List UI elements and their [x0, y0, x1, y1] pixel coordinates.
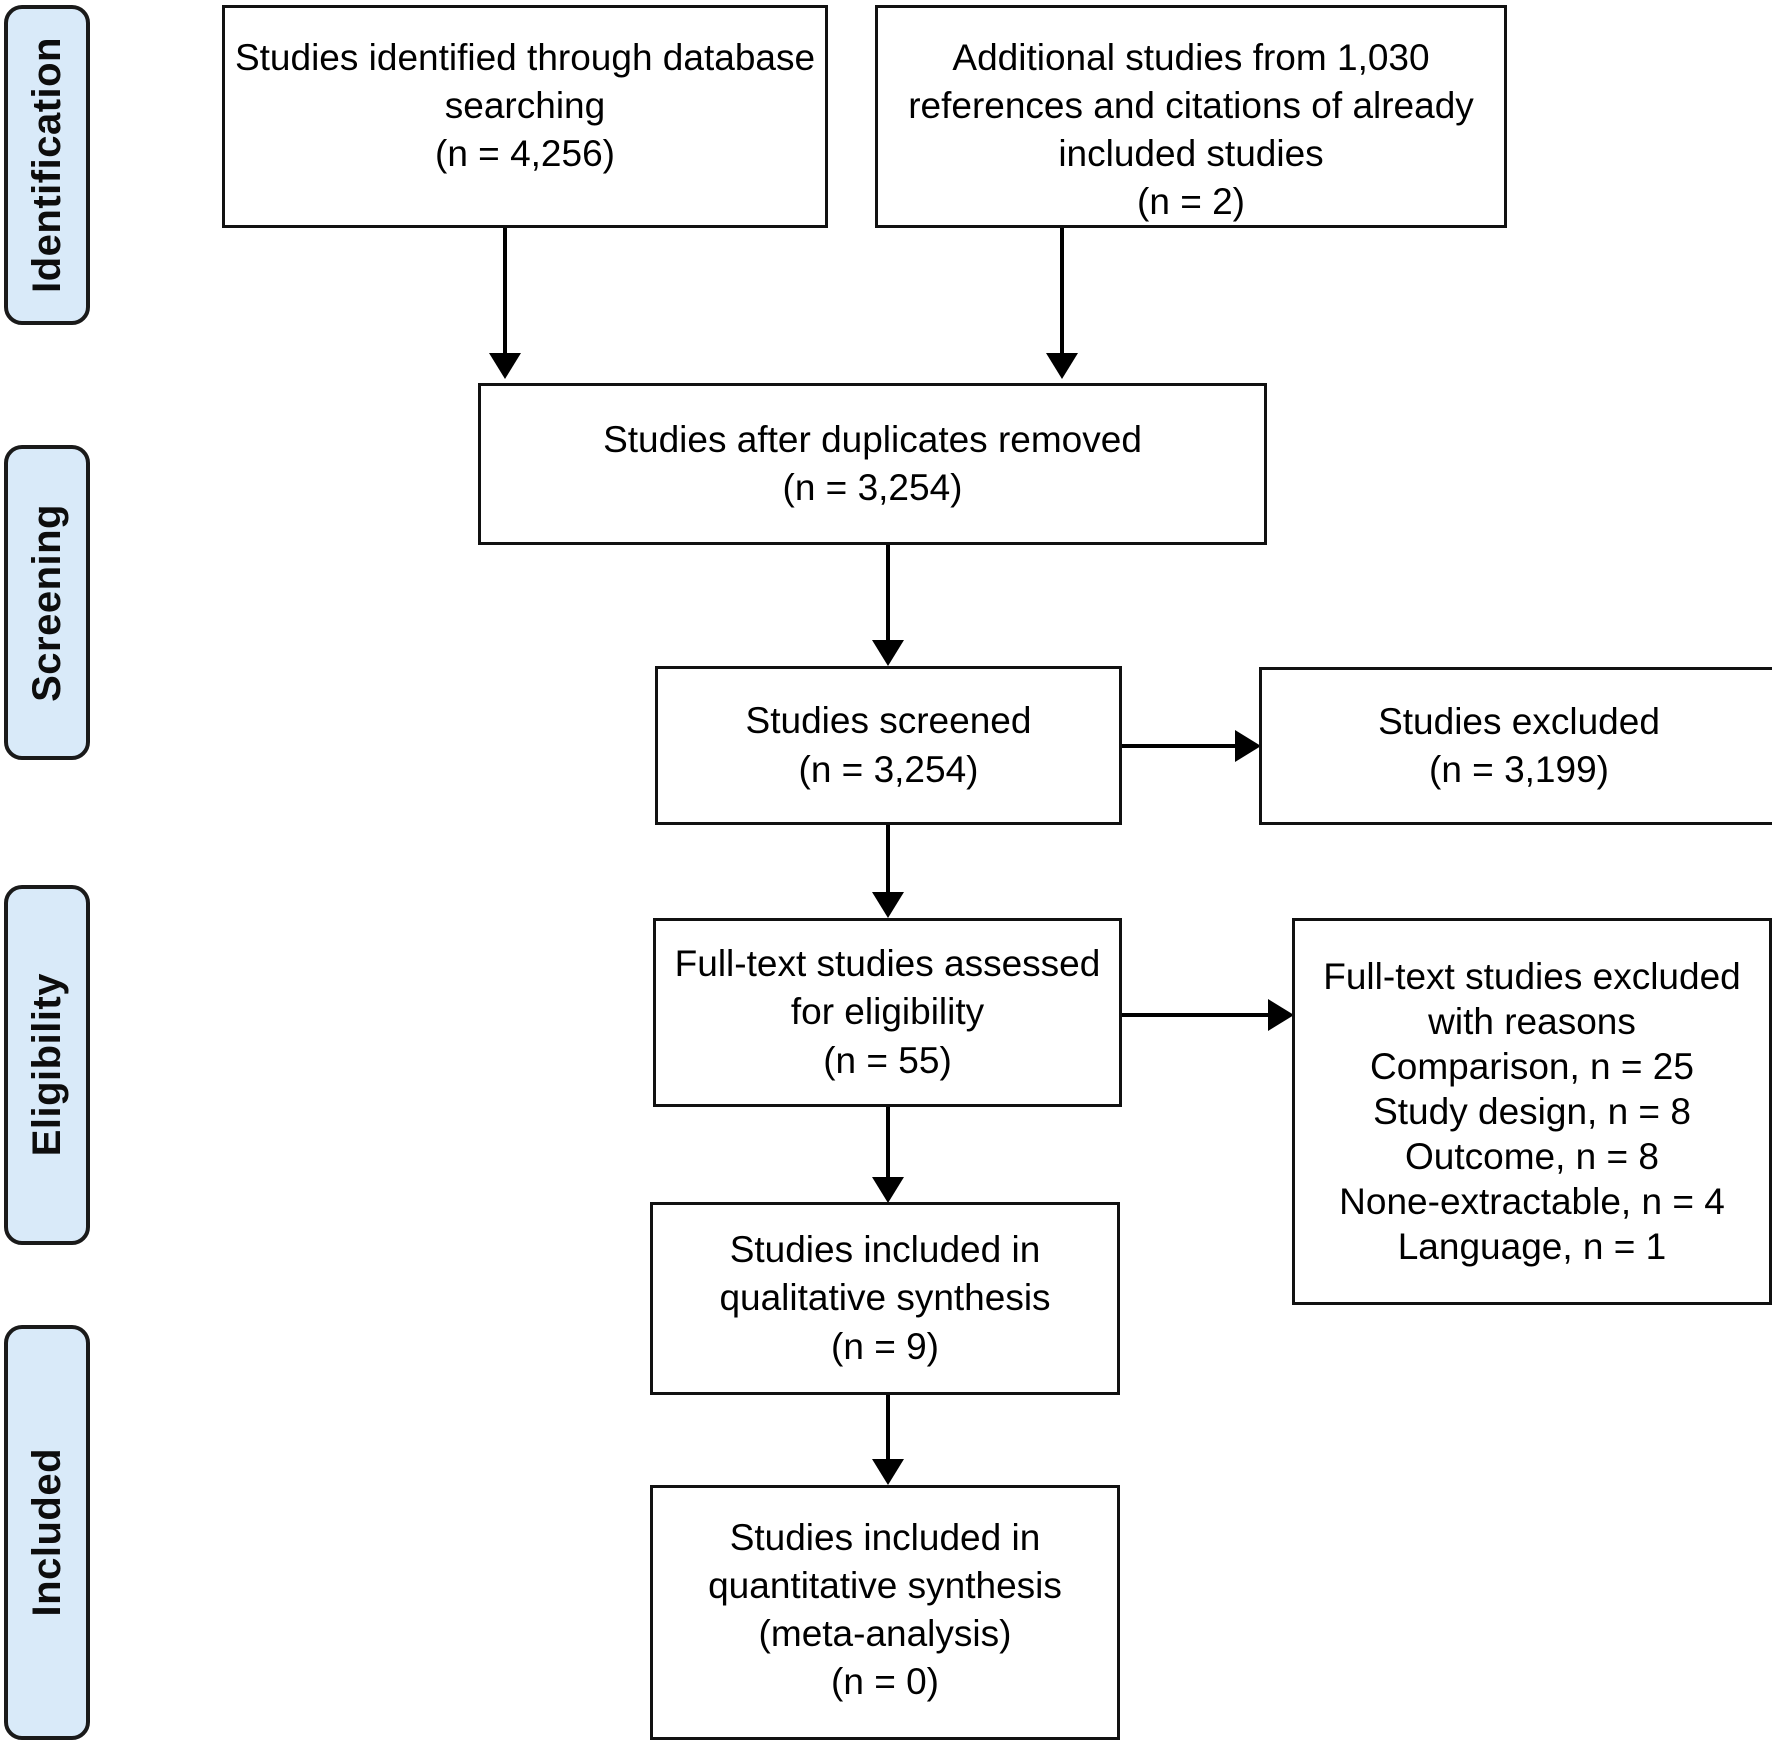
- connector-qualitative-to-quantitative: [886, 1395, 890, 1459]
- arrowhead-down: [489, 353, 521, 379]
- node-qualitative-synthesis: Studies included in qualitative synthesi…: [650, 1202, 1120, 1395]
- node-line: qualitative synthesis: [719, 1277, 1051, 1319]
- node-line: Full-text studies excluded: [1323, 955, 1741, 997]
- node-line: with reasons: [1428, 1000, 1636, 1042]
- node-line: Studies included in: [729, 1517, 1041, 1558]
- node-line: (n = 3,254): [782, 467, 963, 508]
- node-line: included studies: [1058, 133, 1324, 175]
- connector-fulltext-to-qualitative: [886, 1107, 890, 1177]
- arrowhead-right: [1268, 999, 1294, 1031]
- node-quantitative-synthesis: Studies included in quantitative synthes…: [650, 1485, 1120, 1740]
- node-studies-screened: Studies screened (n = 3,254): [655, 666, 1122, 825]
- node-line: searching: [444, 85, 606, 127]
- node-line: Additional studies from 1,030: [952, 37, 1430, 78]
- node-line: Studies included in: [729, 1229, 1041, 1271]
- arrowhead-right: [1235, 730, 1261, 762]
- stage-eligibility-label: Eligibility: [25, 973, 69, 1157]
- connector-duplicates-to-screened: [886, 545, 890, 640]
- node-line: for eligibility: [790, 991, 985, 1033]
- stage-screening: Screening: [4, 445, 90, 760]
- stage-included: Included: [4, 1325, 90, 1740]
- arrowhead-down: [1046, 353, 1078, 379]
- node-line: (n = 0): [831, 1661, 939, 1703]
- node-line: (meta-analysis): [758, 1613, 1012, 1655]
- stage-identification-label: Identification: [25, 37, 69, 293]
- connector-additional-to-duplicates: [1060, 228, 1064, 353]
- stage-screening-label: Screening: [25, 503, 69, 702]
- node-line: (n = 2): [1137, 181, 1245, 223]
- node-line: quantitative synthesis: [708, 1565, 1062, 1607]
- stage-included-label: Included: [25, 1448, 69, 1617]
- stage-eligibility: Eligibility: [4, 885, 90, 1245]
- node-line: Comparison, n = 25: [1370, 1045, 1694, 1087]
- node-line: (n = 55): [823, 1039, 952, 1081]
- node-line: Studies screened: [745, 700, 1032, 742]
- node-line: (n = 3,199): [1429, 749, 1609, 790]
- connector-screened-to-fulltext: [886, 825, 890, 892]
- connector-screened-to-excluded: [1122, 744, 1235, 748]
- arrowhead-down: [872, 892, 904, 918]
- node-line: references and citations of already: [908, 85, 1474, 127]
- node-line: Study design, n = 8: [1373, 1090, 1691, 1132]
- connector-fulltext-to-excluded: [1122, 1013, 1268, 1017]
- node-studies-excluded: Studies excluded (n = 3,199): [1259, 667, 1772, 825]
- connector-database-to-duplicates: [503, 228, 507, 353]
- node-database-search: Studies identified through database sear…: [222, 5, 828, 228]
- node-line: Full-text studies assessed: [674, 943, 1101, 985]
- node-duplicates-removed: Studies after duplicates removed (n = 3,…: [478, 383, 1267, 545]
- node-line: Outcome, n = 8: [1405, 1136, 1659, 1178]
- node-fulltext-excluded-reasons: Full-text studies excluded with reasons …: [1292, 918, 1772, 1305]
- stage-identification: Identification: [4, 5, 90, 325]
- node-fulltext-assessed: Full-text studies assessed for eligibili…: [653, 918, 1122, 1107]
- arrowhead-down: [872, 640, 904, 666]
- arrowhead-down: [872, 1177, 904, 1203]
- node-line: Language, n = 1: [1397, 1226, 1667, 1268]
- node-line: (n = 3,254): [798, 748, 979, 790]
- node-additional-sources: Additional studies from 1,030 references…: [875, 5, 1507, 228]
- node-line: None-extractable, n = 4: [1339, 1181, 1725, 1223]
- node-line: Studies identified through database: [234, 37, 816, 78]
- node-line: Studies after duplicates removed: [603, 418, 1142, 460]
- node-line: (n = 4,256): [435, 133, 615, 175]
- node-line: (n = 9): [831, 1325, 939, 1367]
- arrowhead-down: [872, 1459, 904, 1485]
- node-line: Studies excluded: [1378, 700, 1660, 742]
